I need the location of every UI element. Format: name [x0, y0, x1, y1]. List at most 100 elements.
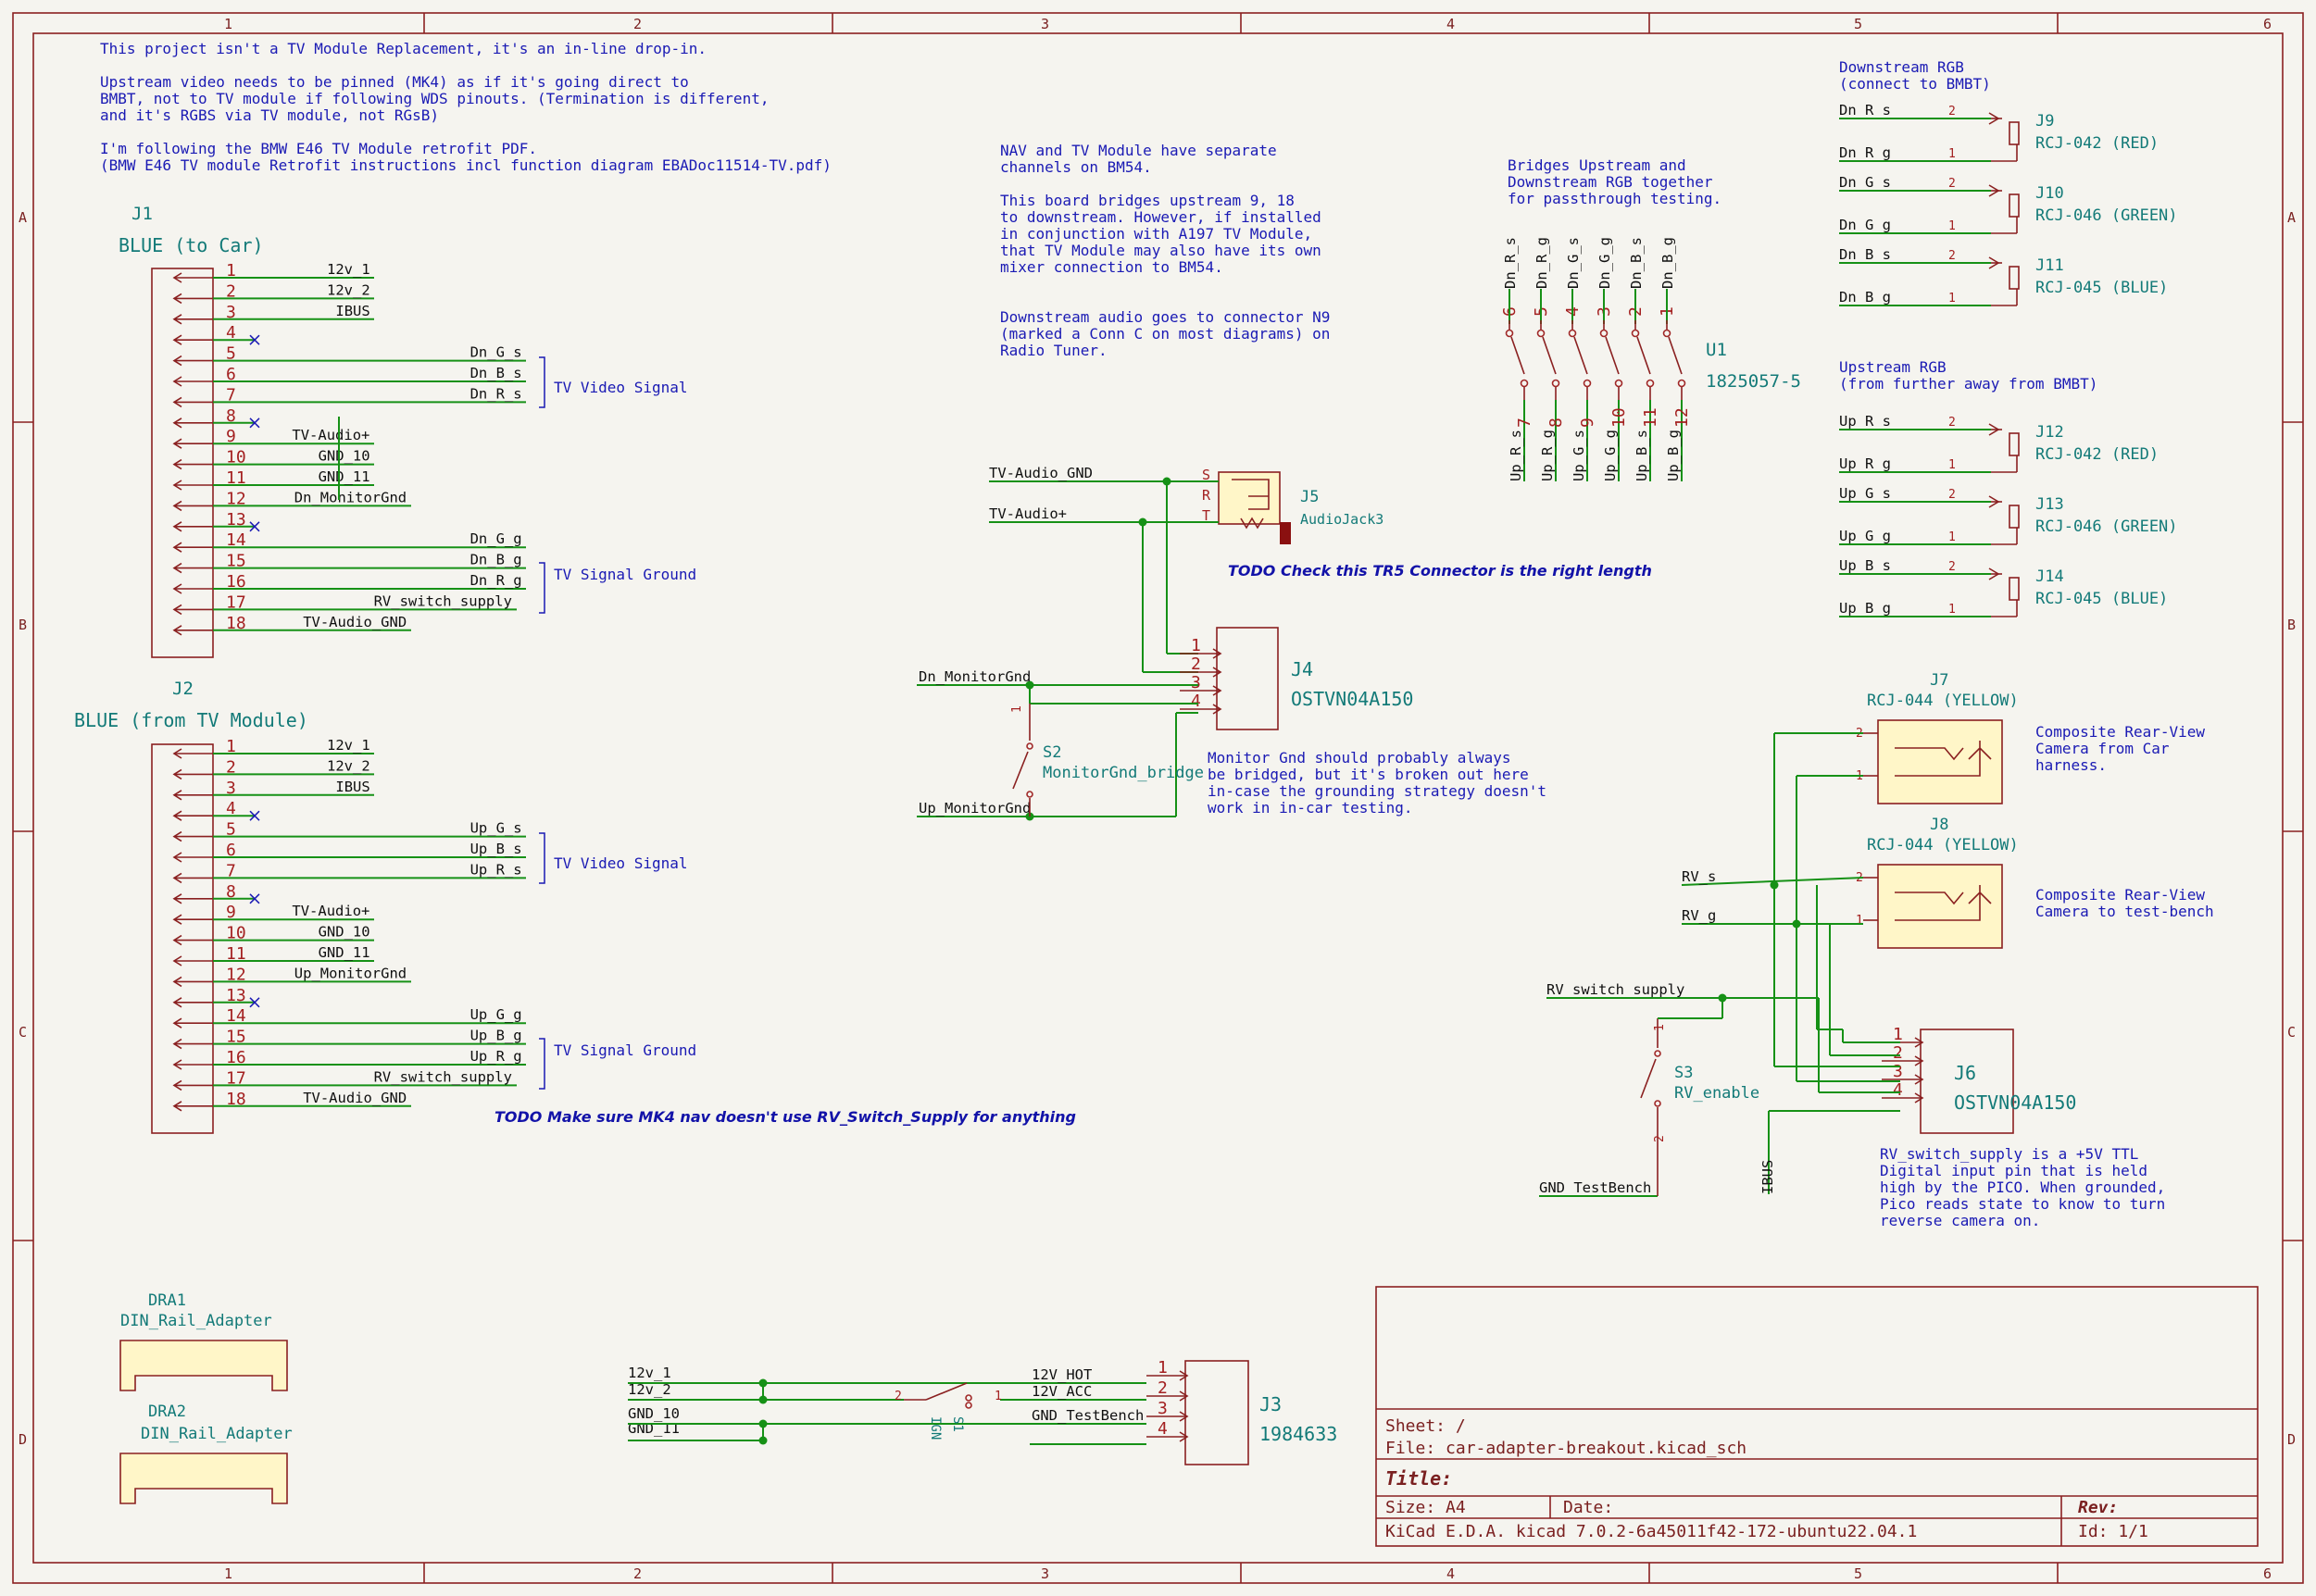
j1-net-dn-g-g: Dn_G_g — [470, 530, 522, 547]
switch-s2[interactable]: 1 S2 MonitorGnd_bridge — [1010, 704, 1204, 817]
grid-col-bottom-5: 5 — [1854, 1565, 1862, 1582]
j2-net-tv-audio-gnd: TV-Audio_GND — [303, 1090, 407, 1106]
switch-s3[interactable]: 1 2 S3 RV_enable — [1640, 1017, 1759, 1196]
j2-pin-17: 17 — [226, 1068, 246, 1088]
j2-net-tv-audio-: TV-Audio+ — [292, 903, 369, 919]
j2-pin-15: 15 — [226, 1028, 246, 1047]
rgb-pin-s-2: 2 — [1948, 249, 1956, 263]
j2-pin-16: 16 — [226, 1048, 246, 1067]
j3-value: 1984633 — [1259, 1423, 1337, 1445]
j2-net-up-r-g: Up_R_g — [470, 1048, 522, 1065]
j6-pin-1: 1 — [1893, 1025, 1903, 1044]
j3-right-net-1: 12V_ACC — [1032, 1383, 1092, 1400]
grid-col-top-4: 4 — [1446, 16, 1455, 32]
j1-net-dn-r-s: Dn_R_s — [470, 385, 522, 402]
nav-line: mixer connection to BM54. — [1000, 258, 1223, 276]
rgb-pin-s-0: 2 — [1948, 105, 1956, 118]
rgb-ref-j9: J9 — [2035, 112, 2054, 131]
tb-file: File: car-adapter-breakout.kicad_sch — [1385, 1439, 1746, 1458]
j1-pin-7: 7 — [226, 385, 236, 405]
j1-pin-10: 10 — [226, 448, 246, 468]
connector-j5[interactable]: S R T J5 AudioJack3 TV-Audio_GND TV-Audi… — [989, 465, 1383, 673]
u1-value: 1825057-5 — [1706, 371, 1801, 392]
j4-pin-1: 1 — [1191, 636, 1201, 655]
connector-j8[interactable]: J8 RCJ-044 (YELLOW) 2 1 — [1856, 816, 2019, 949]
rgb-pin-s-4: 2 — [1948, 488, 1956, 502]
todo-mk4-note: TODO Make sure MK4 nav doesn't use RV_Sw… — [494, 1108, 1076, 1126]
j2-net-rv-switch-supply: RV_switch_supply — [374, 1068, 512, 1085]
j8-ref: J8 — [1930, 816, 1948, 834]
rgb-net-g-2: Dn_B_g — [1839, 289, 1891, 305]
car-line: harness. — [2035, 756, 2107, 774]
j1-net-dn-monitorgnd: Dn_MonitorGnd — [294, 489, 407, 505]
u1-bottom-net-5: Up_B_g — [1665, 430, 1682, 481]
grid-col-top-1: 1 — [224, 16, 232, 32]
rgb-value-j9: RCJ-042 (RED) — [2035, 134, 2159, 153]
u1-bottom-pin-5: 12 — [1672, 407, 1692, 428]
rgb-net-s-1: Dn_G_s — [1839, 174, 1891, 191]
din-rail-dra1[interactable]: DRA1 DIN_Rail_Adapter — [119, 1291, 288, 1391]
title-block: Sheet: / File: car-adapter-breakout.kica… — [1375, 1286, 2259, 1547]
j8-value: RCJ-044 (YELLOW) — [1867, 836, 2019, 854]
j4-net-up-monitorgnd: Up_MonitorGnd — [919, 800, 1031, 817]
j1-ground-label: TV Signal Ground — [554, 566, 696, 583]
din-rail-dra2[interactable]: DRA2 DIN_Rail_Adapter — [119, 1403, 293, 1504]
j1-net-dn-b-s: Dn_B_s — [470, 365, 522, 381]
s2-ref: S2 — [1043, 743, 1061, 762]
grid-row-left-A: A — [19, 209, 27, 226]
grid-row-right-A: A — [2287, 209, 2296, 226]
j1-pin-9: 9 — [226, 427, 236, 446]
switch-u1[interactable]: Dn_R_s67Up_R_sDn_R_g58Up_R_gDn_G_s49Up_G… — [1500, 237, 1801, 481]
dra2-ref: DRA2 — [148, 1403, 186, 1421]
grid-col-bottom-6: 6 — [2263, 1565, 2272, 1582]
j1-net-tv-audio-: TV-Audio+ — [292, 427, 369, 443]
u1-bottom-pin-3: 10 — [1609, 407, 1629, 428]
bridges-line: Downstream RGB together — [1508, 173, 1713, 191]
j3-left-net-0: 12v_1 — [628, 1365, 671, 1381]
switch-s1[interactable]: 2 1 S1 IGN — [895, 1382, 1002, 1440]
rgb-net-g-1: Dn_G_g — [1839, 217, 1891, 233]
j3-left-net-3: GND_11 — [628, 1420, 680, 1437]
grid-row-right-D: D — [2287, 1431, 2296, 1448]
rgb-pin-g-1: 1 — [1948, 219, 1956, 233]
rgb-value-j13: RCJ-046 (GREEN) — [2035, 517, 2178, 536]
j2-value: BLUE (from TV Module) — [74, 709, 308, 731]
bench-line: Composite Rear-View — [2035, 886, 2205, 904]
grid-col-top-5: 5 — [1854, 16, 1862, 32]
rgb-net-g-4: Up_G_g — [1839, 528, 1891, 544]
intro-note-block: This project isn't a TV Module Replaceme… — [100, 40, 832, 174]
bench-line: Camera to test-bench — [2035, 903, 2214, 920]
grid-col-top-6: 6 — [2263, 16, 2272, 32]
j3-pin-3: 3 — [1158, 1399, 1168, 1418]
j1-net-rv-switch-supply: RV_switch_supply — [374, 592, 512, 609]
j2-net-12v-1: 12v_1 — [327, 737, 370, 754]
j2-video-label: TV Video Signal — [554, 854, 688, 872]
upstream-title-1: Upstream RGB — [1839, 358, 1947, 376]
monitor-line: be bridged, but it's broken out here — [1208, 766, 1529, 783]
grid-row-right-C: C — [2287, 1024, 2296, 1041]
connector-j7[interactable]: J7 RCJ-044 (YELLOW) 2 1 — [1856, 671, 2019, 804]
grid-col-bottom-2: 2 — [633, 1565, 642, 1582]
grid-col-top-3: 3 — [1041, 16, 1049, 32]
j5-ref: J5 — [1300, 488, 1319, 506]
rvnote-line: Pico reads state to know to turn — [1880, 1195, 2165, 1213]
u1-bottom-pin-1: 8 — [1546, 418, 1566, 428]
j1-net-12v-1: 12v_1 — [327, 261, 370, 278]
j1-pin-17: 17 — [226, 592, 246, 612]
nav-line: channels on BM54. — [1000, 158, 1152, 176]
rgb-connectors[interactable]: Downstream RGB (connect to BMBT) Upstrea… — [1839, 58, 2178, 617]
j2-pin-7: 7 — [226, 861, 236, 880]
s1-ref: S1 — [950, 1416, 965, 1432]
u1-bottom-net-4: Up_B_s — [1634, 430, 1650, 481]
j1-value: BLUE (to Car) — [119, 234, 264, 256]
nav-note-block: NAV and TV Module have separatechannels … — [1000, 142, 1330, 359]
u1-bottom-net-2: Up_G_s — [1571, 430, 1587, 481]
